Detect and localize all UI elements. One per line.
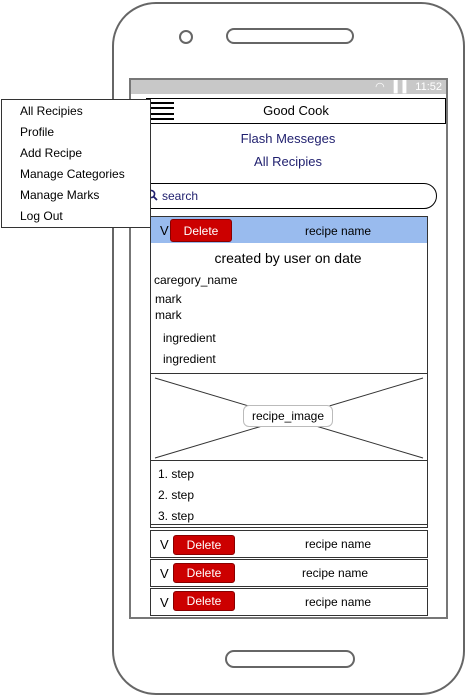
signal-icon: ▐ [389,81,398,93]
delete-button[interactable]: Delete [170,219,232,242]
recipe-name: recipe name [305,224,372,238]
recipe-name: recipe name [302,566,369,580]
mark-item: mark [155,292,182,306]
app-bar [146,98,446,124]
ingredient-item: ingredient [163,331,216,345]
menu-item-all-recipies[interactable]: All Recipies [20,104,83,118]
delete-button[interactable]: Delete [173,591,235,611]
menu-item-manage-categories[interactable]: Manage Categories [20,167,125,181]
page-title: All Recipies [254,154,322,169]
expand-toggle[interactable]: V [160,223,169,238]
step-item: 1. step [158,467,195,481]
status-bar [131,80,446,94]
step-item: 2. step [158,488,195,502]
delete-button[interactable]: Delete [173,563,235,583]
step-item: 3. step [158,509,195,523]
camera-icon [179,30,193,44]
recipe-name: recipe name [305,595,372,609]
search-input[interactable] [162,184,422,208]
recipe-image-label: recipe_image [243,405,333,427]
speaker-grille [226,28,354,44]
menu-item-add-recipe[interactable]: Add Recipe [20,146,83,160]
created-by-text: created by user on date [214,250,362,266]
app-title: Good Cook [263,103,329,118]
menu-item-manage-marks[interactable]: Manage Marks [20,188,100,202]
ingredient-item: ingredient [163,352,216,366]
divider [151,524,427,525]
hamburger-menu-icon[interactable] [149,102,174,120]
delete-button[interactable]: Delete [173,535,235,555]
flash-messages: Flash Messeges [240,131,336,146]
recipe-card-expanded [150,216,428,528]
expand-toggle[interactable]: V [160,537,169,552]
menu-item-profile[interactable]: Profile [20,125,55,139]
battery-icon: ▌ [402,81,411,93]
status-icons: ◠ ▐ ▌ 11:52 [370,80,446,94]
mark-item: mark [155,308,182,322]
recipe-name: recipe name [305,537,372,551]
clock-time: 11:52 [415,81,442,93]
nav-menu [1,99,151,228]
wifi-icon: ◠ [375,81,385,93]
expand-toggle[interactable]: V [160,595,169,610]
menu-item-log-out[interactable]: Log Out [20,209,63,223]
category-name: caregory_name [154,273,238,287]
expand-toggle[interactable]: V [160,566,169,581]
home-button[interactable] [225,650,355,668]
